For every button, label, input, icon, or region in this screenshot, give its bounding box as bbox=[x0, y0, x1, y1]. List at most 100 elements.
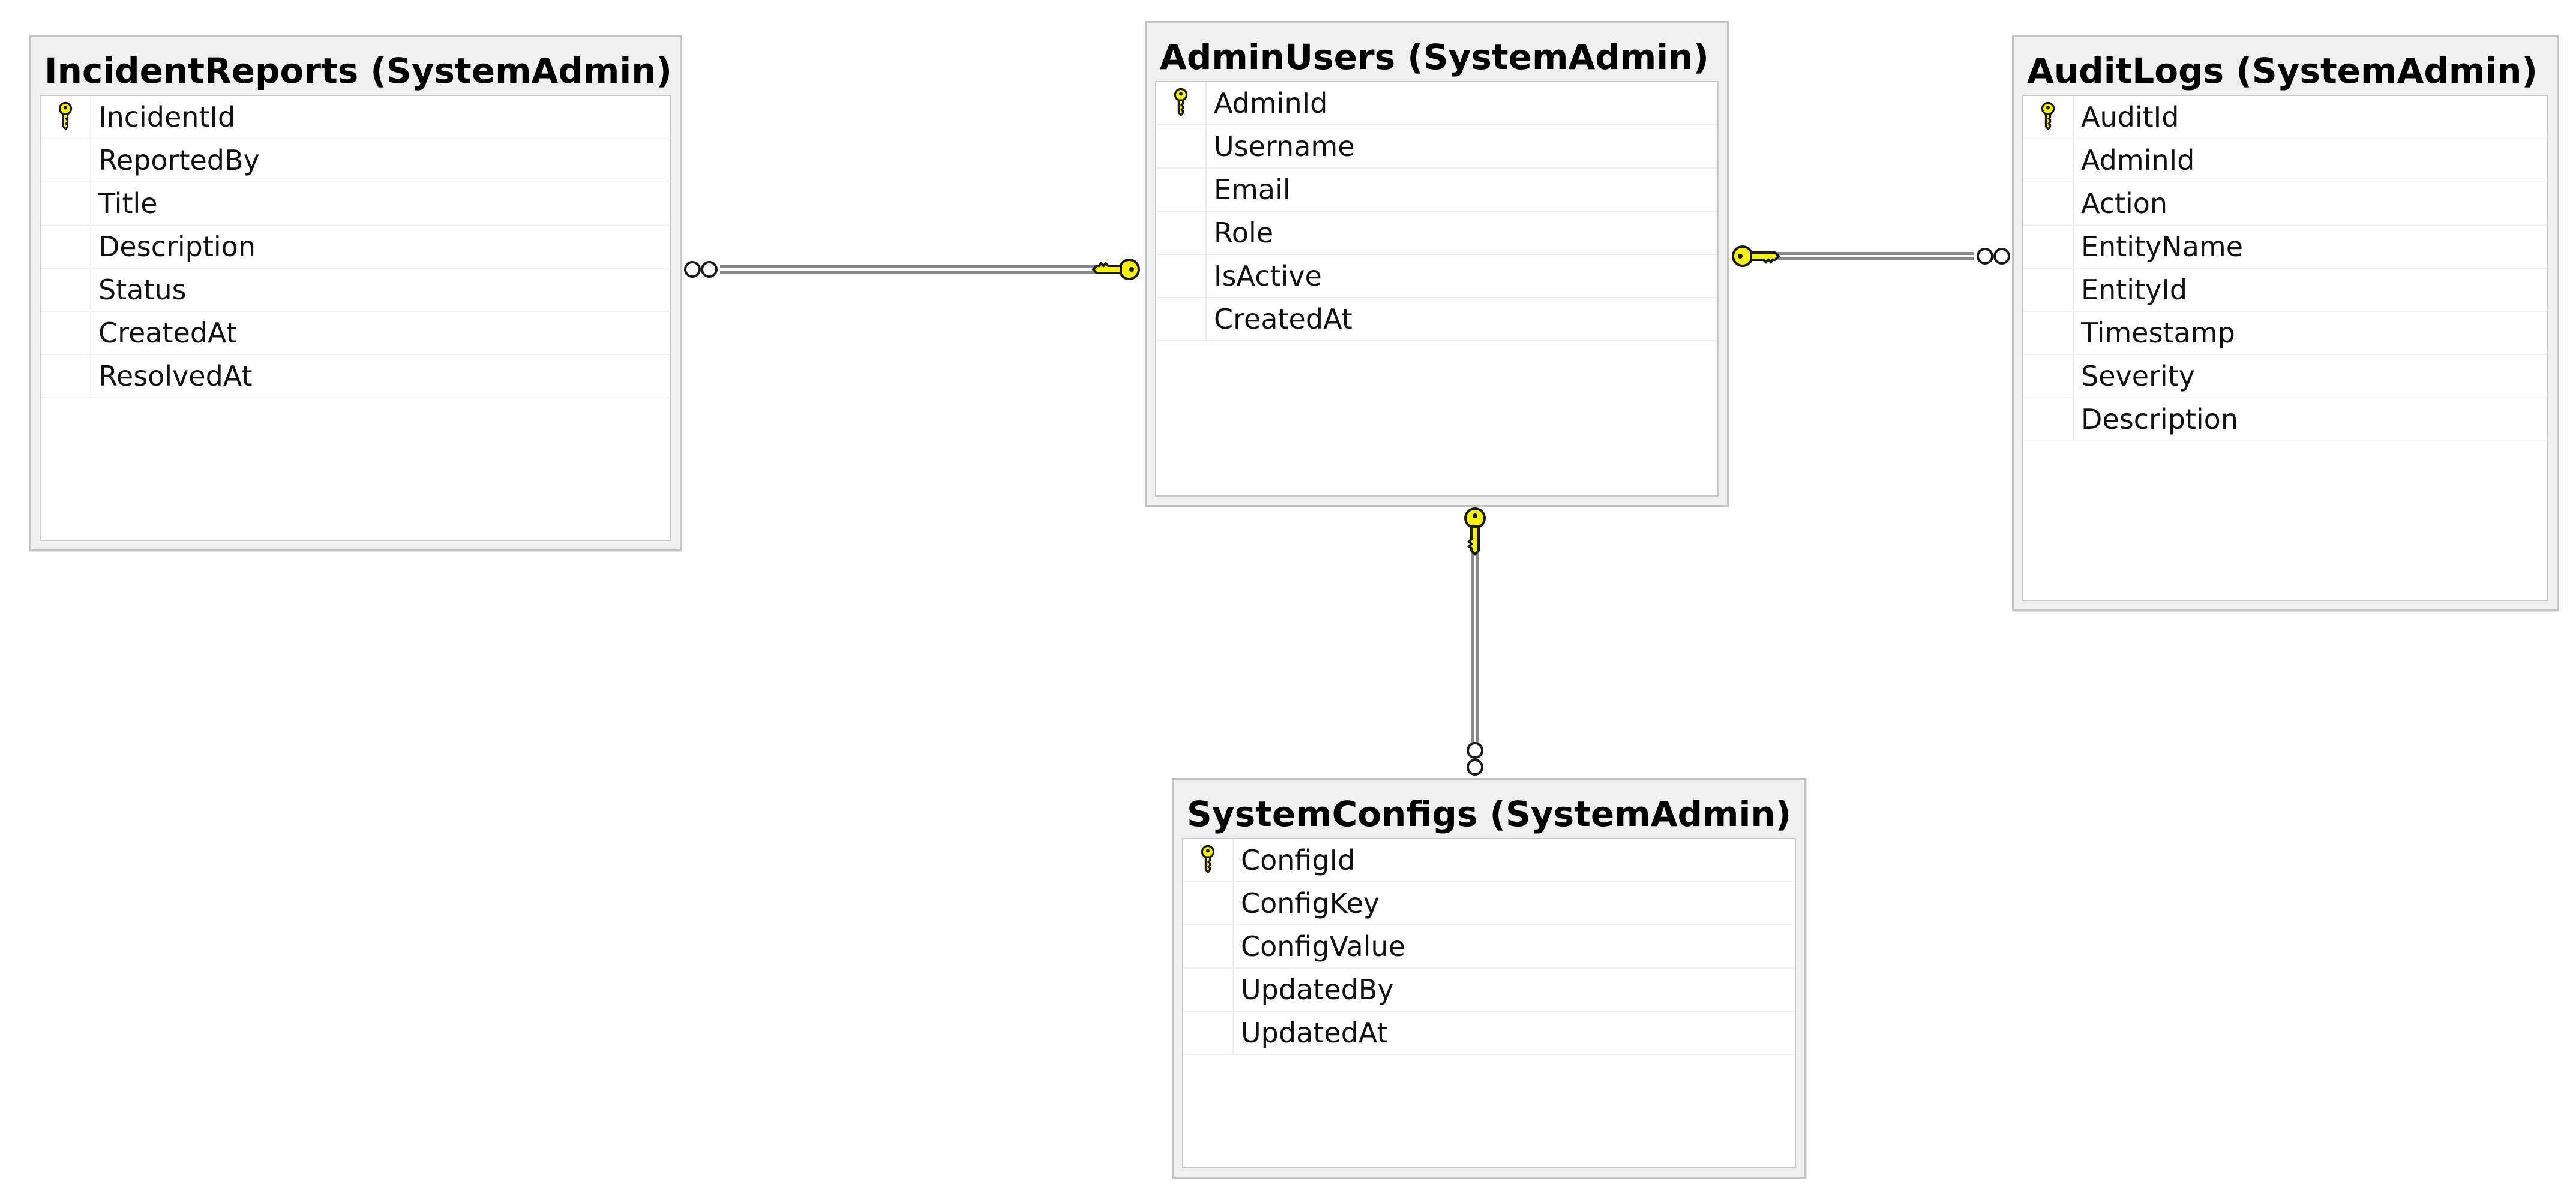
column-row[interactable]: ConfigValue bbox=[1183, 925, 1795, 969]
column-row[interactable]: IsActive bbox=[1156, 255, 1717, 298]
column-row[interactable]: UpdatedBy bbox=[1183, 969, 1795, 1012]
column-name: Title bbox=[98, 187, 158, 220]
row-selector bbox=[2023, 355, 2074, 397]
table-title: AdminUsers (SystemAdmin) bbox=[1160, 37, 1709, 77]
row-selector bbox=[41, 269, 91, 311]
column-name: Description bbox=[98, 230, 256, 263]
column-name: ConfigValue bbox=[1241, 930, 1405, 963]
column-name: Role bbox=[1214, 217, 1274, 249]
column-row[interactable]: Status bbox=[41, 269, 670, 312]
row-selector bbox=[2023, 269, 2074, 311]
row-selector bbox=[2023, 182, 2074, 224]
column-name: ReportedBy bbox=[98, 144, 260, 176]
column-name: Timestamp bbox=[2081, 317, 2235, 349]
column-row[interactable]: ResolvedAt bbox=[41, 355, 670, 398]
row-selector bbox=[41, 96, 91, 138]
row-selector bbox=[1183, 882, 1234, 924]
column-row[interactable]: Description bbox=[2023, 398, 2547, 441]
column-row[interactable]: ConfigId bbox=[1183, 839, 1795, 882]
column-row[interactable]: Email bbox=[1156, 169, 1717, 212]
column-row[interactable]: Title bbox=[41, 182, 670, 226]
row-selector bbox=[1156, 212, 1207, 254]
column-row[interactable]: AdminId bbox=[1156, 82, 1717, 125]
row-selector bbox=[1156, 255, 1207, 297]
column-name: CreatedAt bbox=[98, 317, 237, 349]
row-selector bbox=[1183, 1012, 1234, 1054]
column-name: AdminId bbox=[2081, 144, 2195, 176]
table-title: AuditLogs (SystemAdmin) bbox=[2027, 50, 2538, 91]
row-selector bbox=[1156, 125, 1207, 167]
column-name: ConfigId bbox=[1241, 844, 1356, 876]
many-end-icon bbox=[1977, 248, 2010, 265]
column-name: Username bbox=[1214, 130, 1355, 163]
one-key-end-icon bbox=[1091, 259, 1140, 280]
row-selector bbox=[2023, 312, 2074, 354]
column-name: Action bbox=[2081, 187, 2168, 220]
column-row[interactable]: Severity bbox=[2023, 355, 2547, 398]
column-row[interactable]: EntityName bbox=[2023, 226, 2547, 269]
row-selector bbox=[41, 355, 91, 397]
row-selector bbox=[1156, 82, 1207, 124]
table-title: IncidentReports (SystemAdmin) bbox=[44, 50, 673, 91]
row-selector bbox=[41, 182, 91, 224]
column-name: IsActive bbox=[1214, 260, 1322, 292]
column-name: CreatedAt bbox=[1214, 303, 1353, 335]
primary-key-icon bbox=[1169, 88, 1193, 119]
column-row[interactable]: CreatedAt bbox=[1156, 298, 1717, 341]
column-name: Email bbox=[1214, 173, 1291, 206]
row-selector bbox=[1156, 169, 1207, 211]
column-row[interactable]: EntityId bbox=[2023, 269, 2547, 312]
row-selector bbox=[41, 139, 91, 181]
column-name: EntityName bbox=[2081, 230, 2244, 263]
primary-key-icon bbox=[1196, 845, 1220, 876]
column-name: AuditId bbox=[2081, 101, 2179, 133]
many-end-icon bbox=[1467, 742, 1483, 776]
column-name: EntityId bbox=[2081, 274, 2188, 306]
column-name: ResolvedAt bbox=[98, 360, 253, 392]
row-selector bbox=[2023, 398, 2074, 440]
column-name: IncidentId bbox=[98, 101, 236, 133]
column-row[interactable]: AuditId bbox=[2023, 96, 2547, 139]
row-selector bbox=[1183, 839, 1234, 881]
column-name: UpdatedBy bbox=[1241, 973, 1394, 1006]
row-selector bbox=[2023, 226, 2074, 268]
column-name: ConfigKey bbox=[1241, 887, 1380, 919]
column-row[interactable]: Timestamp bbox=[2023, 312, 2547, 355]
row-selector bbox=[1156, 298, 1207, 340]
row-selector bbox=[1183, 969, 1234, 1011]
column-name: UpdatedAt bbox=[1241, 1017, 1388, 1049]
column-row[interactable]: IncidentId bbox=[41, 96, 670, 139]
column-row[interactable]: AdminId bbox=[2023, 139, 2547, 182]
primary-key-icon bbox=[2036, 101, 2060, 133]
column-row[interactable]: Role bbox=[1156, 212, 1717, 255]
column-row[interactable]: UpdatedAt bbox=[1183, 1012, 1795, 1055]
column-row[interactable]: CreatedAt bbox=[41, 312, 670, 355]
column-name: Description bbox=[2081, 403, 2238, 435]
table-incident-reports[interactable]: IncidentReports (SystemAdmin) IncidentId… bbox=[29, 35, 682, 551]
column-row[interactable]: Description bbox=[41, 226, 670, 269]
one-key-end-icon bbox=[1464, 507, 1486, 556]
primary-key-icon bbox=[53, 101, 77, 133]
row-selector bbox=[1183, 925, 1234, 967]
row-selector bbox=[2023, 96, 2074, 138]
row-selector bbox=[2023, 139, 2074, 181]
row-selector bbox=[41, 226, 91, 268]
column-name: Severity bbox=[2081, 360, 2195, 392]
column-name: Status bbox=[98, 274, 187, 306]
one-key-end-icon bbox=[1732, 245, 1780, 267]
column-row[interactable]: ConfigKey bbox=[1183, 882, 1795, 925]
column-row[interactable]: Username bbox=[1156, 125, 1717, 169]
many-end-icon bbox=[684, 261, 718, 278]
column-row[interactable]: ReportedBy bbox=[41, 139, 670, 182]
row-selector bbox=[41, 312, 91, 354]
column-name: AdminId bbox=[1214, 87, 1328, 119]
table-title: SystemConfigs (SystemAdmin) bbox=[1187, 794, 1792, 834]
column-row[interactable]: Action bbox=[2023, 182, 2547, 226]
